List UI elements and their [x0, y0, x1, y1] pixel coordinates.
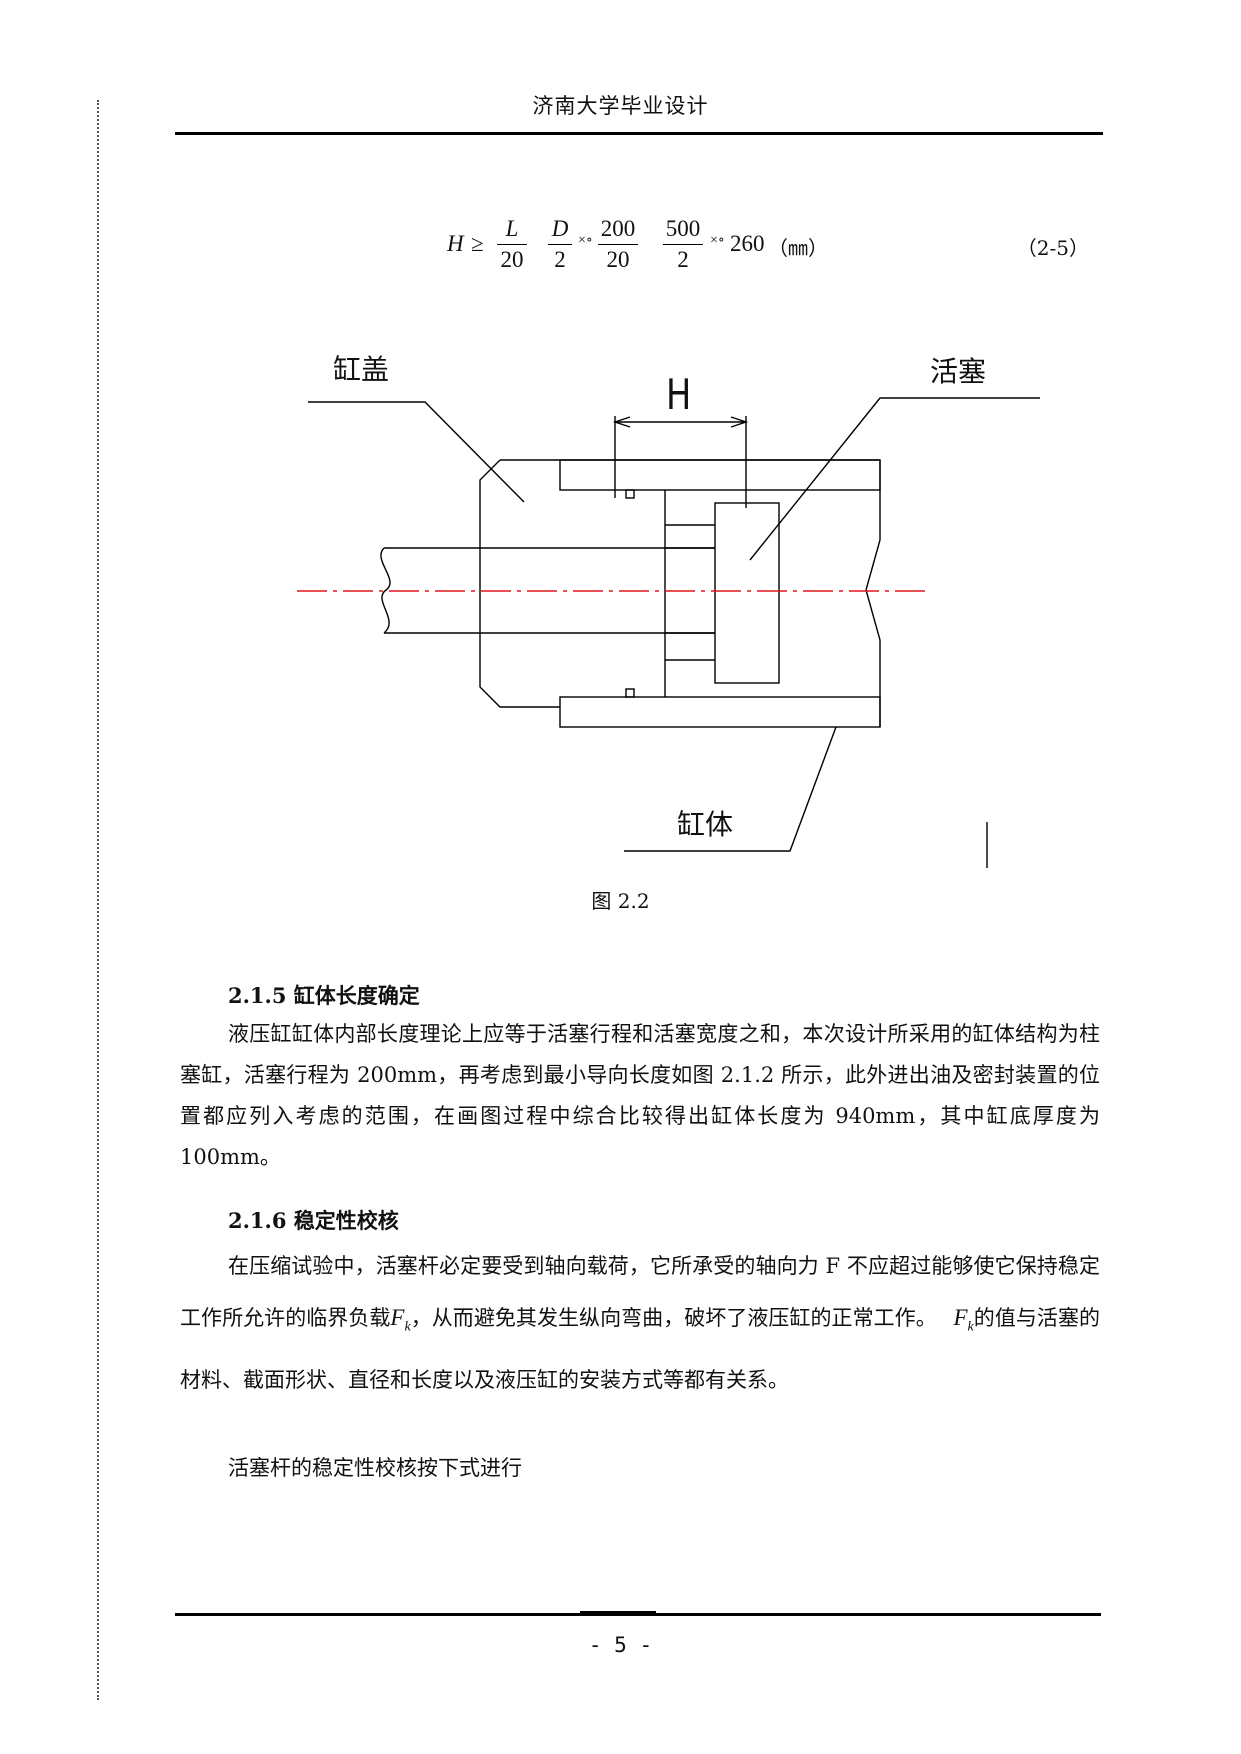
- leader-body: [624, 726, 837, 852]
- cylinder-cover-outline: [479, 459, 560, 708]
- leader-cover: [308, 401, 525, 503]
- symbol-fk-1: Fk: [390, 1305, 411, 1335]
- seal-top: [625, 489, 635, 499]
- page-number: - 5 -: [588, 1633, 653, 1657]
- eq-H: H: [447, 231, 464, 256]
- header-rule: [175, 132, 1103, 135]
- eq-result: 260: [730, 231, 765, 256]
- body-break-line: [865, 460, 881, 727]
- figure-cylinder-diagram: [297, 397, 1040, 868]
- paragraph-2-1-6-formula-intro: 活塞杆的稳定性校核按下式进行: [228, 1456, 522, 1480]
- equation-2-5: H ≥ L 20 D 2 ×∘ 200 20 500 2 ×∘ 260 （㎜）: [0, 0, 1241, 300]
- dim-arrow-left: [612, 416, 631, 428]
- rod-break-curve: [380, 547, 391, 634]
- footer-rule-accent: [580, 1611, 656, 1613]
- eq-fraction-D-2: D 2: [548, 216, 572, 273]
- paragraph-2-1-5: 液压缸缸体内部长度理论上应等于活塞行程和活塞宽度之和，本次设计所采用的缸体结构为…: [180, 1022, 1100, 1169]
- binding-margin-line: [97, 100, 99, 1700]
- paragraph-2-1-6: 在压缩试验中，活塞杆必定要受到轴向载荷，它所承受的轴向力 F 不应超过能够使它保…: [180, 1240, 1100, 1406]
- eq-fraction-500-2: 500 2: [663, 216, 703, 273]
- body-top-wall: [559, 459, 881, 491]
- paragraph-2-1-6-part-c: 的值与活塞的材料、截面形状、直径和长度以及液压缸的安装方式等都有关系。: [180, 1306, 1100, 1392]
- piston: [714, 502, 780, 684]
- body-bottom-wall: [559, 696, 881, 728]
- footer-rule: [175, 1613, 1101, 1616]
- eq-fraction-L-20: L 20: [497, 216, 527, 273]
- leader-piston: [749, 397, 1040, 561]
- eq-fraction-200-20: 200 20: [598, 216, 638, 273]
- label-cylinder-body: 缸体: [677, 808, 734, 841]
- equation-tag: （2-5）: [1016, 236, 1089, 260]
- header-title: 济南大学毕业设计: [532, 94, 709, 118]
- seal-bottom: [625, 688, 635, 698]
- symbol-fk-2: Fk: [953, 1305, 974, 1335]
- dim-arrow-right: [730, 416, 749, 428]
- label-dimension-H: H: [666, 370, 692, 419]
- eq-unit: （㎜）: [768, 238, 828, 260]
- label-piston: 活塞: [930, 355, 987, 388]
- figure-caption: 图 2.2: [591, 889, 650, 913]
- eq-operator-1: ×∘: [578, 233, 593, 248]
- label-cylinder-cover: 缸盖: [333, 353, 390, 386]
- section-heading-2-1-5: 2.1.5 缸体长度确定: [228, 983, 420, 1008]
- eq-geq: ≥: [471, 231, 484, 256]
- paragraph-2-1-6-part-a: 在压缩试验中，活塞杆必定要受到轴向载荷，它所承受的轴向力 F 不应超过能够使它保…: [180, 1254, 1100, 1330]
- section-heading-2-1-6: 2.1.6 稳定性校核: [228, 1208, 399, 1233]
- eq-operator-2: ×∘: [710, 233, 725, 248]
- paragraph-2-1-6-part-b: ，从而避免其发生纵向弯曲，破坏了液压缸的正常工作。: [410, 1306, 937, 1330]
